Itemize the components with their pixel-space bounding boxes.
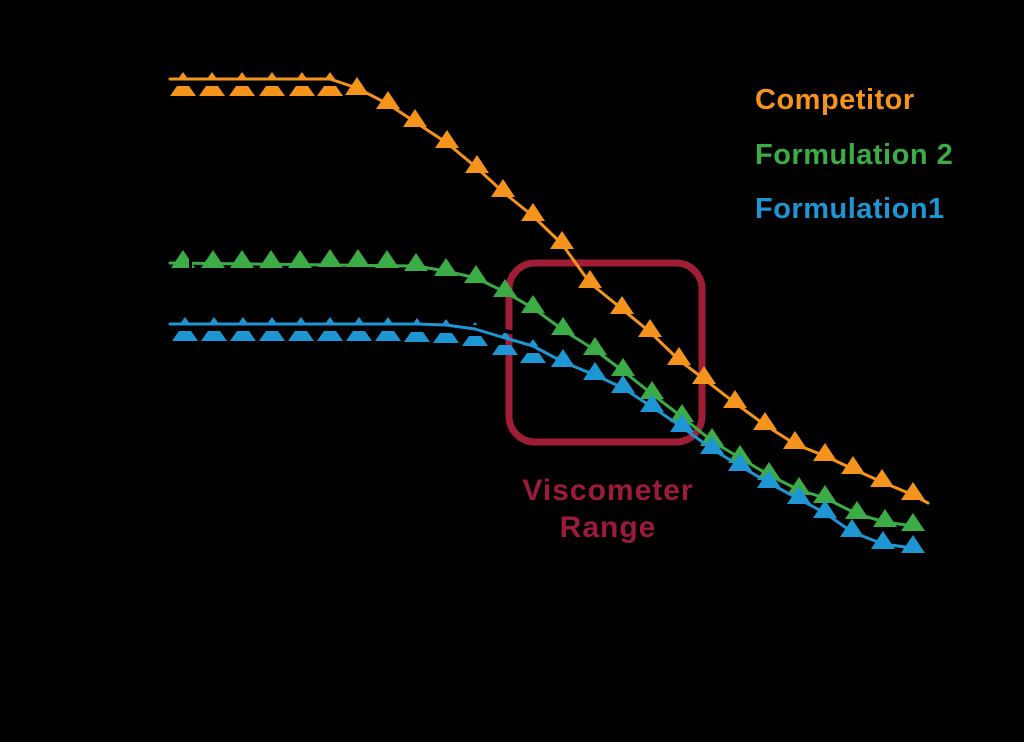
series-line xyxy=(168,77,930,505)
series-competitor xyxy=(168,72,930,505)
series-formulation1 xyxy=(168,317,925,553)
legend-item-competitor: Competitor xyxy=(755,84,915,116)
viscometer-range-label: Viscometer Range xyxy=(458,472,758,546)
viscometer-range-label-line1: Viscometer xyxy=(522,474,694,507)
series-formulation-2 xyxy=(168,249,925,531)
series-line xyxy=(168,322,924,553)
marker-slit xyxy=(189,250,192,271)
legend-item-formulation-1: Formulation1 xyxy=(755,193,945,225)
viscometer-range-label-line2: Range xyxy=(559,511,657,544)
legend-item-formulation-2: Formulation 2 xyxy=(755,139,954,171)
marker-cut-line xyxy=(170,325,546,342)
series-line xyxy=(168,261,922,531)
